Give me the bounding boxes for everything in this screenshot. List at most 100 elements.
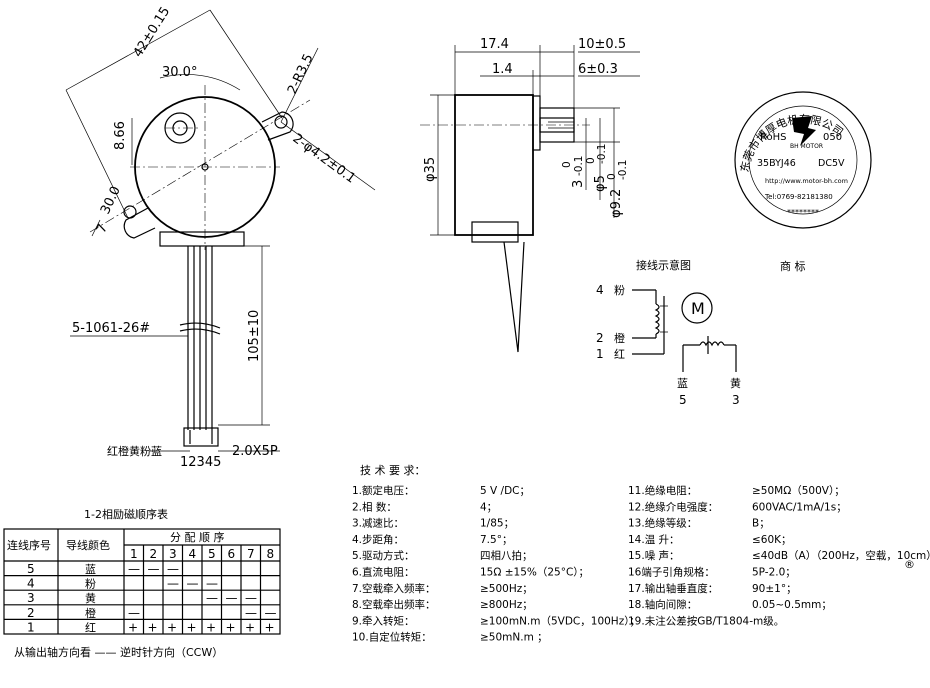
row-color: 红 [85, 621, 96, 634]
row-color: 黄 [85, 591, 96, 605]
header-seq: 连线序号 [7, 538, 51, 552]
header-dist: 分 配 顺 序 [170, 530, 225, 544]
req-value-right: 600VAC/1mA/1s； [752, 501, 847, 513]
req-label-left: 8.空载牵出频率： [352, 598, 436, 611]
row-cell: + [245, 620, 255, 634]
dim-width: 42±0.15 [131, 4, 174, 60]
req-label-left: 2.相 数： [352, 500, 397, 513]
wire-spec: 5-1061-26# [72, 321, 150, 336]
dim-angle: 30.0° [162, 65, 197, 80]
step-header-7: 7 [247, 547, 255, 561]
trademark-label: 商 标 [780, 259, 806, 273]
row-seq: 1 [27, 620, 35, 634]
connector-pins: 12345 [180, 455, 221, 470]
row-cell: — [167, 562, 179, 576]
row-seq: 3 [27, 591, 35, 605]
dim-3: 3 [571, 180, 586, 188]
sequence-table-footer: 从输出轴方向看 —— 逆时针方向（CCW） [14, 645, 223, 659]
dim-5-tol-top: 0 [585, 157, 597, 164]
dim-92: φ9.2 [609, 189, 624, 218]
trademark-code: 050 [823, 132, 842, 143]
pin5-color: 蓝 [677, 377, 688, 390]
mounting-ear-left [123, 207, 156, 239]
req-value-left: 四相八拍； [480, 549, 533, 562]
connector [183, 427, 219, 447]
side-flange [532, 95, 541, 151]
row-cell: — [128, 606, 140, 620]
pin1-color: 红 [614, 348, 625, 361]
req-value-right: ≤40dB（A）（200Hz，空载，10cm）； [752, 549, 930, 562]
req-label-left: 10.自定位转矩： [352, 631, 432, 644]
row-cell: + [148, 620, 158, 634]
row-cell: + [128, 620, 138, 634]
dim-5-tol-bottom: -0.1 [596, 144, 608, 165]
req-value-right: ≥50MΩ（500V）； [752, 485, 845, 497]
pin4-color: 粉 [614, 284, 625, 297]
sequence-table-title: 1-2相励磁顺序表 [84, 507, 168, 521]
req-value-left: 1/85； [480, 518, 514, 530]
header-color: 导线颜色 [66, 538, 110, 552]
req-label-left: 1.额定电压： [352, 484, 415, 497]
dim-174: 17.4 [480, 37, 509, 52]
pin4-num: 4 [596, 283, 604, 297]
req-label-right: 12.绝缘介电强度： [628, 500, 718, 513]
req-label-left: 9.牵入转矩： [352, 614, 415, 627]
pin5-num: 5 [679, 393, 687, 407]
row-cell: + [226, 620, 236, 634]
row-cell: — [128, 562, 140, 576]
req-label-left: 5.驱动方式： [352, 549, 415, 562]
req-value-left: ≥800Hz； [480, 599, 533, 611]
req-label-left: 3.减速比： [352, 517, 404, 530]
trademark-stars: ******** [787, 208, 819, 217]
row-color: 蓝 [85, 563, 96, 576]
trademark-brand: BH MOTOR [790, 143, 823, 150]
row-cell: + [187, 620, 197, 634]
req-label-left: 4.步距角： [352, 534, 404, 546]
wiring-diagram: 接线示意图 4 粉 2 橙 1 红 M 蓝 5 黄 3 [596, 258, 741, 407]
step-header-3: 3 [169, 547, 177, 561]
trademark-logo [792, 116, 816, 146]
req-value-right: 5P-2.0； [752, 567, 796, 579]
req-value-left: 5 V /DC； [480, 485, 530, 497]
dim-10: 10±0.5 [578, 37, 626, 52]
row-cell: + [206, 620, 216, 634]
mounting-hole-left [123, 205, 137, 219]
side-cable-exit [471, 221, 519, 243]
trademark-tel: Tel:0769-82181380 [764, 193, 833, 201]
dim-7: 7 [94, 222, 111, 236]
motor-symbol-circle [681, 292, 713, 324]
row-cell: — [265, 606, 277, 620]
pin2-num: 2 [596, 331, 604, 345]
row-seq: 2 [27, 606, 35, 620]
side-body [454, 94, 534, 236]
dim-30: 30.0 [98, 184, 124, 217]
trademark-rohs: RoHS [760, 132, 786, 143]
step-header-4: 4 [189, 547, 197, 561]
dim-35: φ35 [423, 157, 438, 182]
trademark-model: 35BYJ46 [757, 158, 796, 169]
req-value-right: B； [752, 518, 770, 530]
row-cell: — [245, 606, 257, 620]
pin3-color: 黄 [730, 376, 741, 390]
row-cell: + [265, 620, 275, 634]
req-label-left: 7.空载牵入频率： [352, 582, 436, 595]
requirements-title: 技 术 要 求： [360, 464, 426, 477]
req-label-right: 18.轴向间隙： [628, 598, 697, 611]
row-cell: — [206, 591, 218, 605]
wire-colors: 红橙黄粉蓝 [107, 444, 162, 458]
side-view: 17.4 10±0.5 1.4 6±0.3 φ35 3 0 -0.1 φ5 0 … [420, 37, 640, 353]
row-cell: — [148, 562, 160, 576]
trademark-seal: 东莞市博厚电机有限公司 BH MOTOR RoHS 050 35BYJ46 DC… [734, 91, 872, 273]
req-value-left: 4； [480, 501, 497, 513]
req-value-left: ≥100mN.m（5VDC，100Hz）； [480, 615, 640, 627]
req-label-right: 19.未注公差按GB/T1804-m级。 [628, 614, 784, 627]
req-value-left: ≥50mN.m ； [480, 632, 548, 644]
req-label-right: 13.绝缘等级： [628, 517, 697, 530]
dim-6: 6±0.3 [578, 62, 618, 77]
row-cell: — [167, 577, 179, 591]
req-value-left: ≥500Hz； [480, 583, 533, 595]
dim-92-tol-top: 0 [606, 173, 618, 180]
dim-866: 8.66 [113, 121, 128, 150]
req-value-left: 7.5°； [480, 534, 512, 546]
